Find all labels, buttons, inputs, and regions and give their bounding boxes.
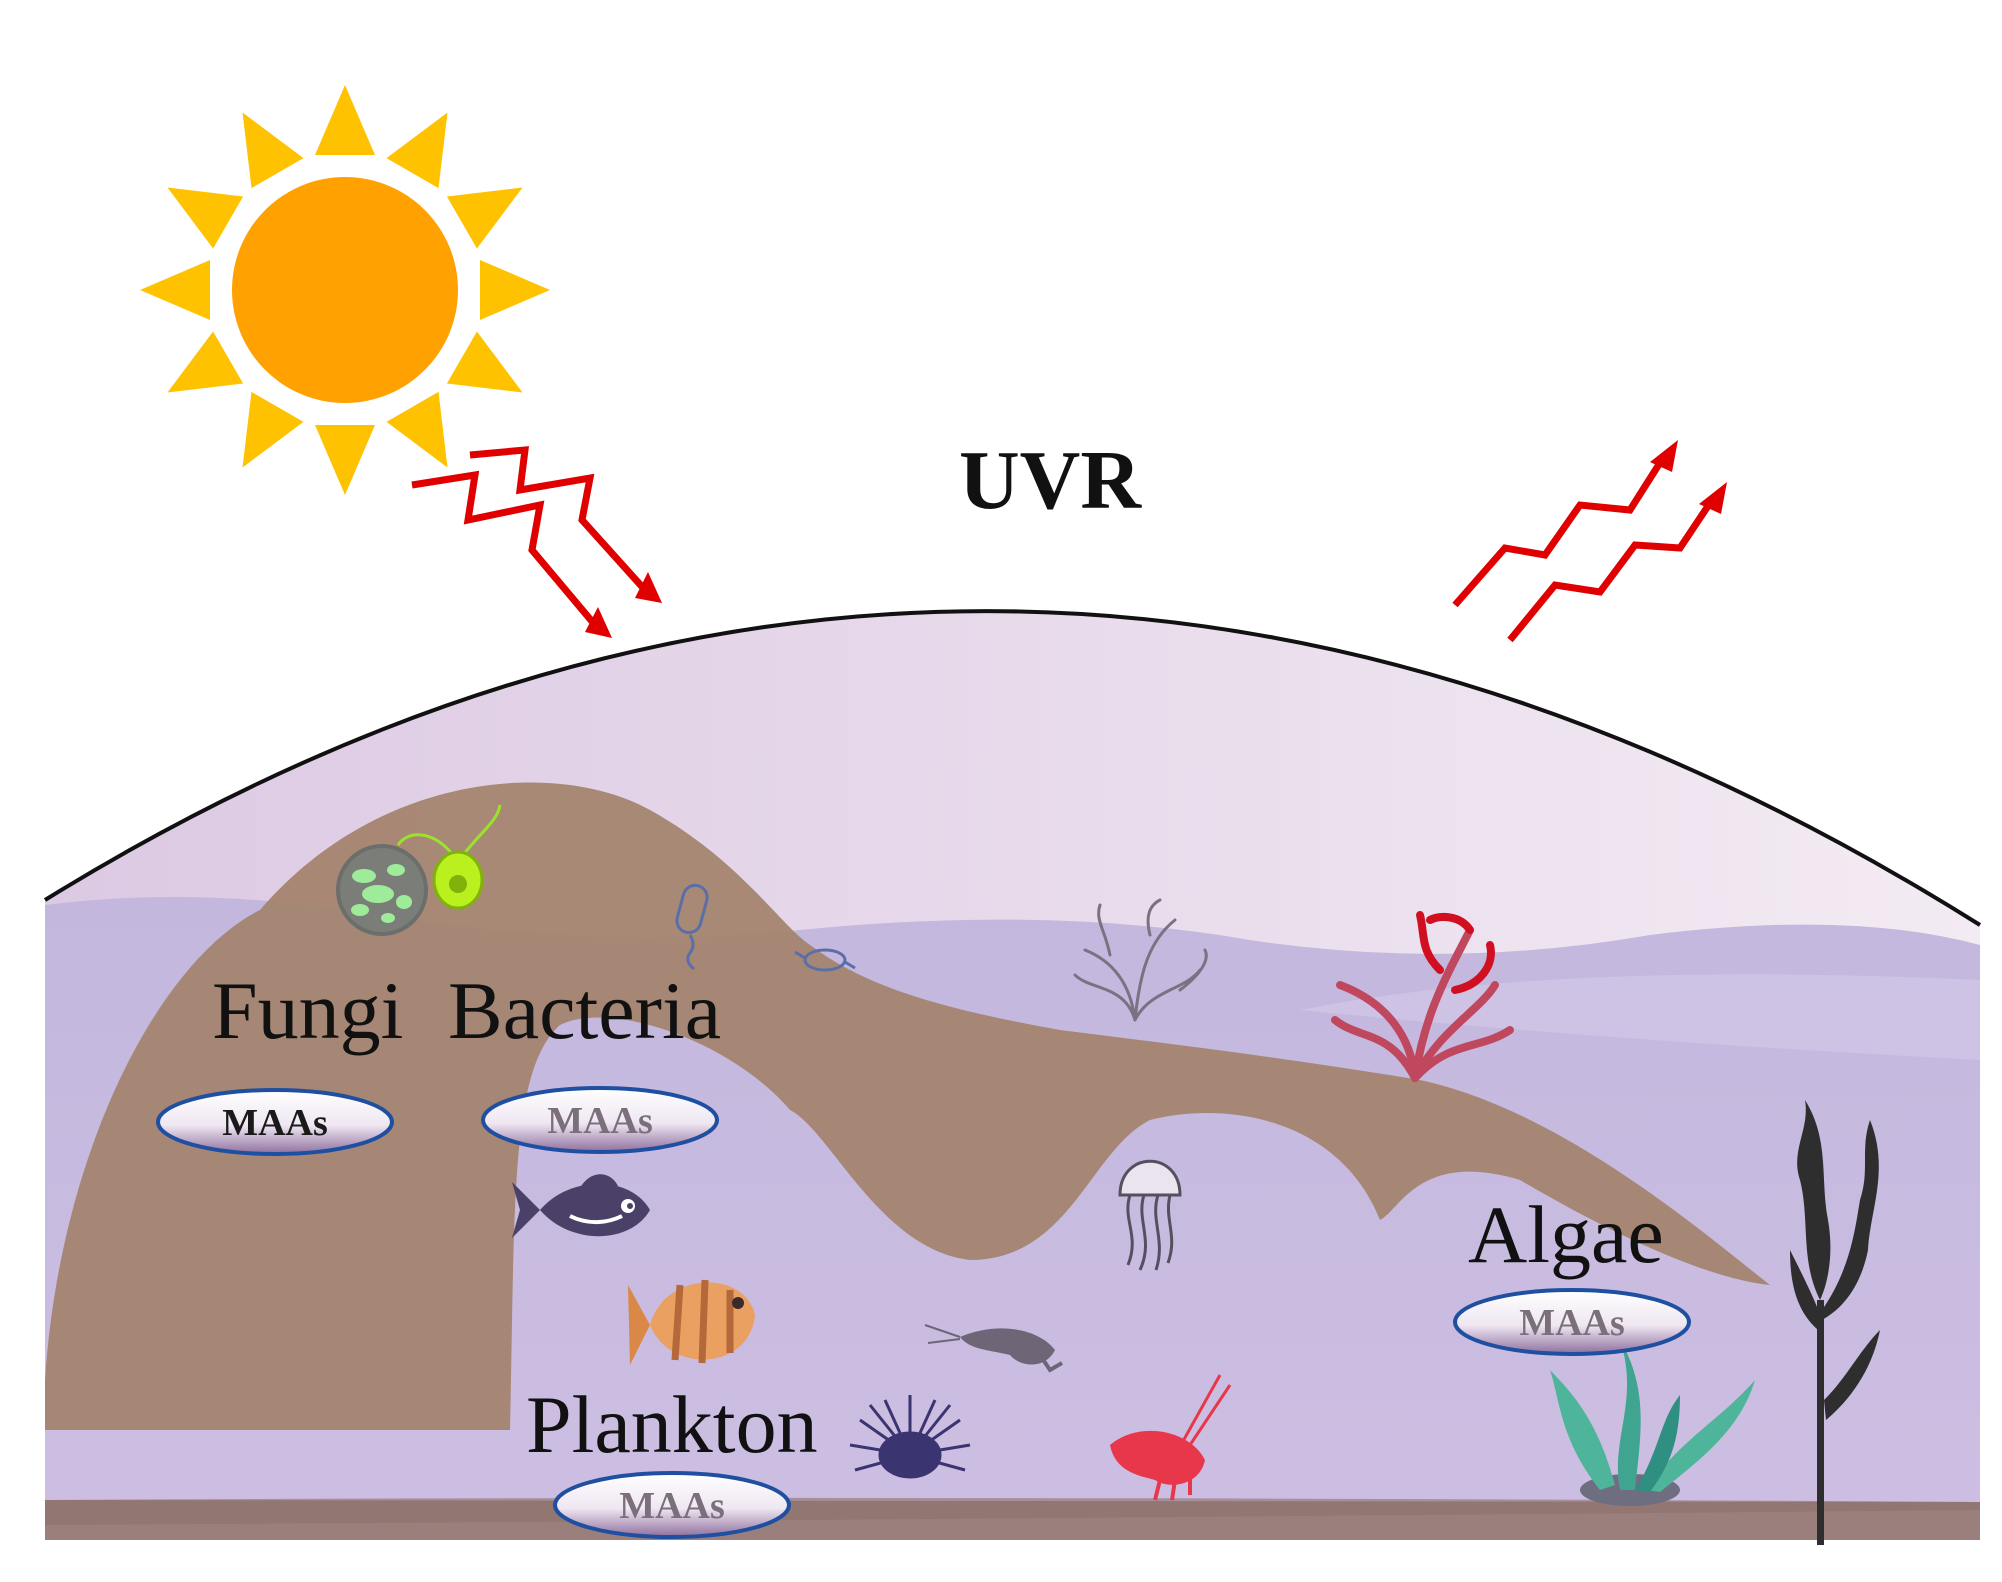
shrimp-icon bbox=[924, 1324, 1064, 1373]
bacterium-icon bbox=[675, 883, 856, 972]
green-seaweed-icon bbox=[1550, 1340, 1755, 1506]
fungi-maas-badge: MAAs bbox=[156, 1088, 394, 1156]
algae-maas-text: MAAs bbox=[1519, 1302, 1625, 1344]
uv-arrow-out-icon bbox=[1452, 440, 1727, 643]
seafloor-taper bbox=[45, 1497, 1980, 1525]
algae-label: Algae bbox=[1468, 1189, 1664, 1280]
red-coral-icon bbox=[1331, 911, 1514, 1082]
kelp-icon bbox=[1790, 1100, 1880, 1545]
fish-icon bbox=[512, 1174, 650, 1238]
plankton-maas-badge: MAAs bbox=[553, 1471, 791, 1539]
bacteria-maas-text: MAAs bbox=[547, 1100, 653, 1142]
uv-arrow-in-icon bbox=[411, 446, 662, 638]
bacteria-label: Bacteria bbox=[448, 965, 721, 1056]
plankton-maas-text: MAAs bbox=[619, 1485, 725, 1527]
sun-icon bbox=[140, 85, 550, 495]
sea-urchin-icon bbox=[849, 1395, 971, 1479]
red-shrimp-icon bbox=[1110, 1374, 1232, 1501]
fungi-label: Fungi bbox=[212, 965, 403, 1056]
fungi-cell-icon bbox=[336, 844, 428, 936]
algae-maas-badge: MAAs bbox=[1453, 1288, 1691, 1356]
uvr-title: UVR bbox=[959, 434, 1142, 527]
green-alga-cell-icon bbox=[396, 804, 502, 910]
plankton-label: Plankton bbox=[526, 1379, 818, 1470]
distant-wave bbox=[1300, 974, 1980, 1060]
white-coral-icon bbox=[1073, 898, 1208, 1022]
fungi-maas-text: MAAs bbox=[222, 1102, 328, 1144]
dome-outline bbox=[43, 609, 1982, 927]
bacteria-maas-badge: MAAs bbox=[481, 1086, 719, 1154]
ocean-dome bbox=[43, 609, 1982, 1540]
seabed-mountain bbox=[45, 782, 1770, 1430]
striped-fish-icon bbox=[628, 1279, 755, 1365]
jellyfish-icon bbox=[1118, 1159, 1182, 1271]
